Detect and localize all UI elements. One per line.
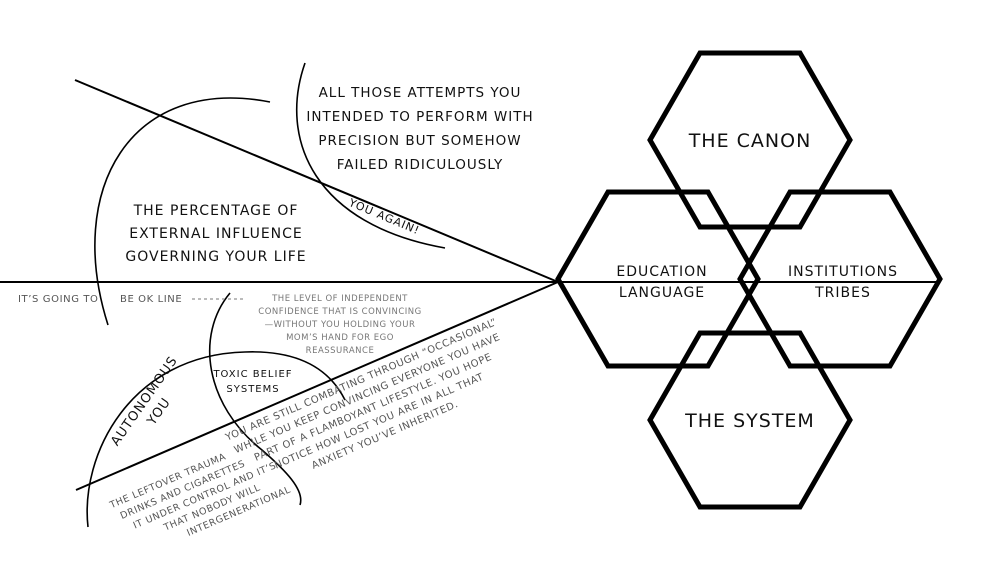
toxic-line: TOXIC BELIEF bbox=[212, 369, 292, 380]
confidence-arc bbox=[208, 292, 302, 506]
percentage-line: THE PERCENTAGE OF bbox=[133, 203, 299, 219]
hex-right-label-1: INSTITUTIONS bbox=[788, 264, 898, 280]
confidence-text: THE LEVEL OF INDEPENDENT CONFIDENCE THAT… bbox=[258, 294, 421, 356]
hex-top-label: THE CANON bbox=[688, 130, 812, 152]
hex-left-label-2: LANGUAGE bbox=[619, 285, 705, 301]
autonomous-arc bbox=[86, 351, 346, 528]
confidence-line: MOM’S HAND FOR EGO bbox=[286, 333, 394, 343]
confidence-line: THE LEVEL OF INDEPENDENT bbox=[271, 294, 408, 304]
attempts-line: ALL THOSE ATTEMPTS YOU bbox=[319, 85, 522, 101]
confidence-line: —WITHOUT YOU HOLDING YOUR bbox=[265, 320, 416, 330]
hex-left-label-1: EDUCATION bbox=[616, 264, 707, 280]
attempts-line: FAILED RIDICULOUSLY bbox=[337, 157, 504, 173]
hexagon-right bbox=[737, 189, 943, 369]
hex-bottom-label: THE SYSTEM bbox=[684, 410, 815, 432]
attempts-text: ALL THOSE ATTEMPTS YOU INTENDED TO PERFO… bbox=[306, 85, 533, 173]
hexagon-bottom bbox=[647, 330, 853, 510]
percentage-text: THE PERCENTAGE OF EXTERNAL INFLUENCE GOV… bbox=[125, 203, 306, 265]
confidence-line: REASSURANCE bbox=[306, 346, 375, 356]
hexagon-top bbox=[647, 50, 853, 230]
attempts-line: PRECISION BUT SOMEHOW bbox=[318, 133, 521, 149]
attempts-line: INTENDED TO PERFORM WITH bbox=[306, 109, 533, 125]
upper-diagonal-line bbox=[74, 79, 559, 283]
toxic-line: SYSTEMS bbox=[226, 384, 279, 395]
percentage-line: EXTERNAL INFLUENCE bbox=[129, 226, 303, 242]
going-to-label: IT’S GOING TO bbox=[18, 294, 99, 305]
confidence-line: CONFIDENCE THAT IS CONVINCING bbox=[258, 307, 421, 317]
percentage-arc bbox=[94, 97, 271, 326]
lower-diagonal-line bbox=[75, 281, 559, 491]
be-ok-line-label: BE OK LINE bbox=[120, 294, 182, 305]
hexagon-left bbox=[555, 189, 761, 369]
percentage-line: GOVERNING YOUR LIFE bbox=[125, 249, 306, 265]
large-left-arc bbox=[295, 62, 446, 249]
hex-right-label-2: TRIBES bbox=[814, 285, 871, 301]
toxic-belief-text: TOXIC BELIEF SYSTEMS bbox=[212, 369, 292, 395]
